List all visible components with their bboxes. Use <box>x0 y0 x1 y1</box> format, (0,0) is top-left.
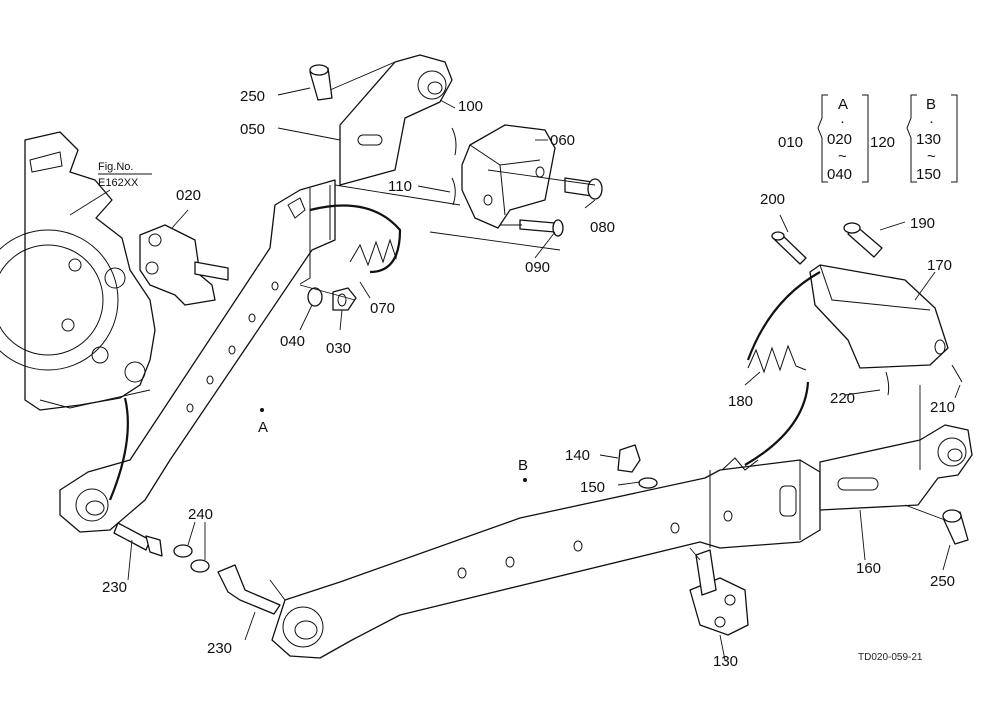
group-a-tilde: ~ <box>838 148 847 165</box>
pin-090 <box>519 219 564 237</box>
part-label-110: 110 <box>388 178 412 195</box>
part-label-100: 100 <box>458 98 483 115</box>
pin-190 <box>843 222 883 258</box>
part-label-150: 150 <box>580 479 605 496</box>
washer-040 <box>307 287 323 307</box>
part-060-housing <box>461 124 556 229</box>
part-050-bracket <box>329 54 453 186</box>
figure-ref-line2: E162XX <box>98 177 139 189</box>
part-label-070: 070 <box>370 300 395 317</box>
part-label-180: 180 <box>728 393 753 410</box>
group-b-main: 120 <box>870 134 895 151</box>
group-b-from: 130 <box>916 131 941 148</box>
cotter-pin-210 <box>951 364 963 383</box>
part-label-210: 210 <box>930 399 955 416</box>
group-a-letter: A <box>838 96 848 113</box>
assembly-curve-180-lower <box>744 381 810 466</box>
part-label-130: 130 <box>713 653 738 670</box>
group-a-to: 040 <box>827 166 852 183</box>
assembly-curve-link-a <box>108 397 129 501</box>
group-a-dot: · <box>840 113 845 130</box>
part-label-160: 160 <box>856 560 881 577</box>
part-label-220: 220 <box>830 390 855 407</box>
part-020-clevis <box>139 224 229 306</box>
washer-150 <box>638 477 658 489</box>
part-label-090: 090 <box>525 259 550 276</box>
group-b-dot: · <box>929 113 934 130</box>
assembly-curve-180-upper <box>746 271 821 361</box>
group-b-to: 150 <box>916 166 941 183</box>
group-b-callout: 120 B · 130 ~ 150 <box>870 94 958 183</box>
group-b-tilde: ~ <box>927 148 936 165</box>
pin-230-upper <box>113 522 163 557</box>
part-label-030: 030 <box>326 340 351 357</box>
part-130-clevis <box>689 549 749 636</box>
leader-lines <box>69 87 961 661</box>
group-a-main: 010 <box>778 134 803 151</box>
part-label-240: 240 <box>188 506 213 523</box>
part-label-080: 080 <box>590 219 615 236</box>
label-assembly-a: A <box>258 419 268 436</box>
pin-230-lower <box>217 564 281 615</box>
tractor-housing <box>0 131 156 411</box>
part-label-250-top: 250 <box>240 88 265 105</box>
cotter-pin-220 <box>885 371 890 396</box>
part-label-200: 200 <box>760 191 785 208</box>
part-160-plate <box>819 424 973 511</box>
part-label-050: 050 <box>240 121 265 138</box>
part-label-190: 190 <box>910 215 935 232</box>
part-label-040: 040 <box>280 333 305 350</box>
part-label-230-upper: 230 <box>102 579 127 596</box>
part-label-020: 020 <box>176 187 201 204</box>
group-a-callout: 010 A · 020 ~ 040 <box>778 94 869 183</box>
bolt-250-right <box>942 509 969 545</box>
assembly-lines <box>269 169 946 601</box>
part-label-230-lower: 230 <box>207 640 232 657</box>
spring-180 <box>747 344 807 374</box>
cotter-pin-110 <box>451 177 456 206</box>
group-b-letter: B <box>926 96 936 113</box>
fitting-240 <box>173 544 210 573</box>
pin-200 <box>771 231 807 265</box>
lower-link-b <box>271 457 821 659</box>
group-a-from: 020 <box>827 131 852 148</box>
drawing-code: TD020-059-21 <box>858 652 923 663</box>
label-assembly-b: B <box>518 457 528 474</box>
cotter-pin-100 <box>451 127 457 156</box>
dot-marker-b <box>523 478 527 482</box>
nut-140 <box>617 444 641 473</box>
part-label-140: 140 <box>565 447 590 464</box>
bolt-250-top <box>309 64 333 101</box>
dot-marker-a <box>260 408 264 412</box>
assembly-curve-070 <box>309 204 402 274</box>
part-170-housing <box>809 264 949 369</box>
part-label-250-right: 250 <box>930 573 955 590</box>
part-label-170: 170 <box>927 257 952 274</box>
nut-030 <box>332 287 357 311</box>
pin-080 <box>564 177 603 200</box>
lower-link-a <box>59 179 336 533</box>
part-label-060: 060 <box>550 132 575 149</box>
figure-ref-line1: Fig.No. <box>98 161 133 173</box>
